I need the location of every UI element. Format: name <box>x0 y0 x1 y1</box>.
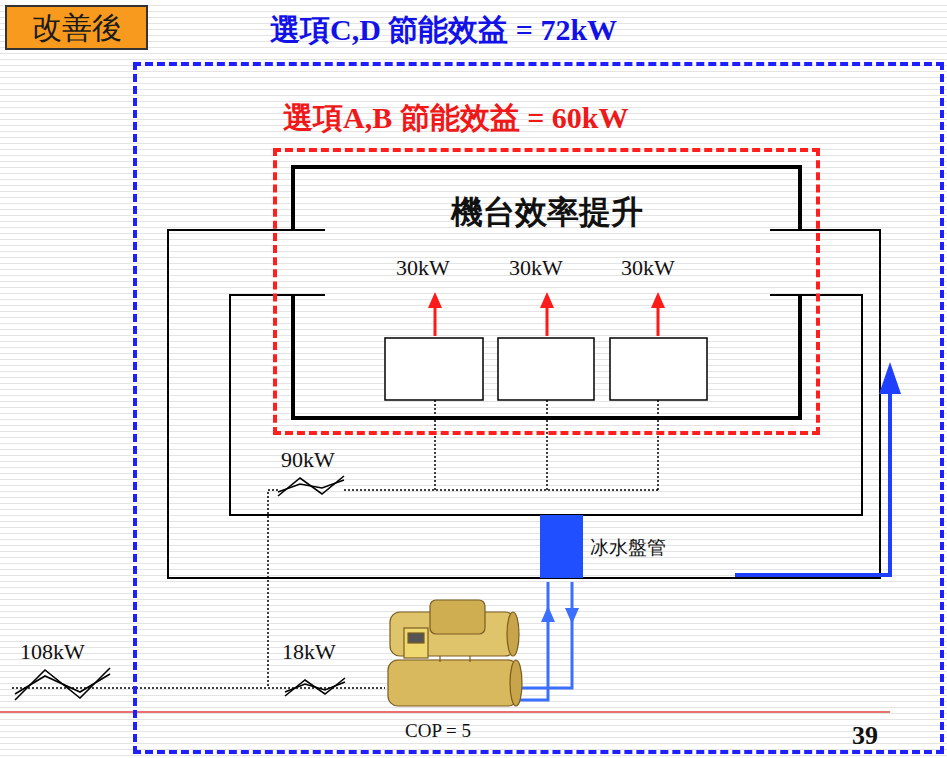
power-zigzag <box>285 682 345 692</box>
power-zigzag <box>278 476 344 496</box>
power-zigzag <box>15 668 110 700</box>
power-value: 30kW <box>396 256 450 280</box>
water-pipe <box>518 582 572 688</box>
machine-room-wall <box>293 295 800 418</box>
chilled-water-coil <box>540 515 583 578</box>
machine-room: 機台效率提升 <box>293 167 800 418</box>
arrow-head <box>428 292 442 308</box>
status-tag: 改善後 <box>5 5 148 50</box>
chiller-end-cap <box>507 612 519 656</box>
wire <box>657 400 659 490</box>
power-symbols <box>15 476 345 700</box>
arrow-head <box>565 608 579 624</box>
chiller-end-cap <box>510 660 522 706</box>
power-zigzag <box>15 674 110 694</box>
heat-arrow <box>434 306 437 336</box>
power-value: 90kW <box>281 448 335 472</box>
region-heading: 選項A,B 節能效益 = 60kW <box>283 100 628 136</box>
tag-text: 改善後 <box>7 10 146 46</box>
wire <box>434 400 436 490</box>
inner-duct-line <box>230 295 862 515</box>
power-value: 108kW <box>20 640 85 664</box>
machine-box <box>498 338 594 400</box>
power-zigzag <box>285 678 345 696</box>
chiller-cylinder <box>388 660 518 706</box>
air-flow-line <box>735 392 890 575</box>
heat-arrow <box>657 306 660 336</box>
control-panel <box>404 628 428 658</box>
power-value: 30kW <box>621 256 675 280</box>
chiller-support <box>440 656 470 662</box>
wire <box>546 400 548 490</box>
scope-boundary-cd: 選項C,D 節能效益 = 72kW選項A,B 節能效益 = 60kW機台效率提升 <box>133 62 944 754</box>
power-wiring <box>12 400 658 688</box>
wire <box>344 489 658 491</box>
heat-arrow <box>546 306 549 336</box>
machine-boxes <box>385 338 707 400</box>
power-value: 30kW <box>509 256 563 280</box>
cop-value: COP = 5 <box>405 721 471 742</box>
power-zigzag <box>278 480 344 492</box>
arrow-head <box>540 292 554 308</box>
machine-box <box>385 338 483 400</box>
compressor <box>430 600 485 634</box>
arrow-head <box>541 606 555 622</box>
heat-arrows <box>428 292 665 336</box>
box-title: 機台效率提升 <box>293 193 800 231</box>
page-number: 39 <box>852 722 878 751</box>
scope-boundary-ab: 選項A,B 節能效益 = 60kW機台效率提升 <box>273 148 820 435</box>
machine-box <box>610 338 707 400</box>
control-screen <box>408 633 424 643</box>
component-name: 冰水盤管 <box>590 538 666 559</box>
arrow-head <box>879 362 901 394</box>
water-pipes <box>518 582 579 700</box>
power-value: 18kW <box>282 640 336 664</box>
region-heading: 選項C,D 節能效益 = 72kW <box>270 12 617 48</box>
chiller-picture <box>388 600 522 706</box>
wire <box>268 490 278 688</box>
arrow-head <box>651 292 665 308</box>
